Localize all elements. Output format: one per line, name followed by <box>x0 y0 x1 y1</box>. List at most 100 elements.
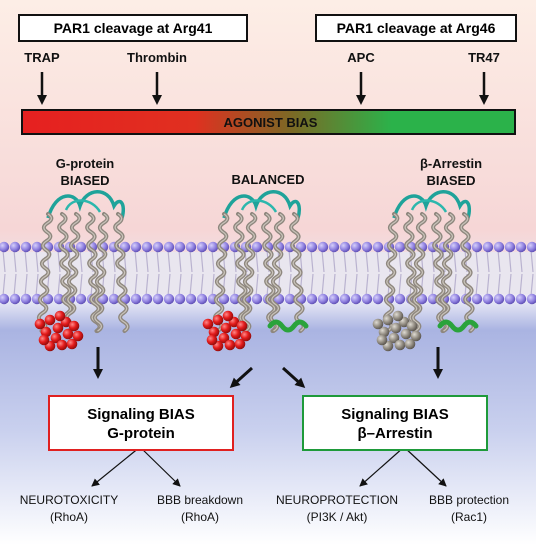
protein-sphere <box>212 314 224 326</box>
lipid-head <box>141 241 153 253</box>
outcome-neurotoxicity: NEUROTOXICITY (RhoA) <box>4 492 134 526</box>
lipid-tail <box>57 273 61 297</box>
lipid-tail <box>508 249 512 273</box>
lipid-tail <box>365 273 369 297</box>
lipid-head <box>449 293 461 305</box>
signaling-bias-arrestin-box: Signaling BIAS β–Arrestin <box>302 395 488 451</box>
bbb-breakdown-text: BBB breakdown <box>156 493 244 507</box>
lipid-head <box>427 293 439 305</box>
lipid-tail <box>497 273 501 297</box>
helix-highlight <box>270 213 285 332</box>
protein-sphere <box>52 322 64 334</box>
helix-highlight <box>460 213 475 332</box>
lipid-tail <box>233 273 237 297</box>
helix-highlight <box>214 213 229 332</box>
lipid-tail <box>475 273 479 297</box>
lipid-tail <box>134 249 138 273</box>
lipid-head <box>196 241 208 253</box>
lipid-head <box>482 293 494 305</box>
protein-sphere <box>390 322 402 334</box>
protein-sphere <box>234 338 246 350</box>
arrestin-helix <box>267 319 309 333</box>
lipid-tail <box>486 249 490 273</box>
lipid-tail <box>13 249 17 273</box>
extracellular-loop <box>64 199 102 213</box>
lipid-head <box>207 241 219 253</box>
lipid-tail <box>24 249 28 273</box>
helix-highlight <box>242 213 257 332</box>
helix-highlight <box>440 213 455 332</box>
lipid-tail <box>332 273 336 297</box>
protein-sphere <box>40 326 52 338</box>
lipid-tail <box>57 249 61 273</box>
lipid-head <box>0 293 10 305</box>
lipid-head <box>152 241 164 253</box>
helix-highlight <box>290 213 305 332</box>
lipid-head <box>152 293 164 305</box>
protein-sphere <box>54 310 66 322</box>
lipid-head <box>449 241 461 253</box>
lipid-tail <box>156 273 160 297</box>
lipid-tail <box>354 249 358 273</box>
lipid-head <box>504 293 516 305</box>
lipid-tail <box>354 273 358 297</box>
lipid-head <box>185 293 197 305</box>
extracellular-loop <box>46 190 126 219</box>
lipid-head <box>394 241 406 253</box>
outcome-bbb-protection: BBB protection (Rac1) <box>410 492 528 526</box>
cleavage-arg41-box: PAR1 cleavage at Arg41 <box>18 14 248 42</box>
protein-sphere <box>202 318 214 330</box>
agonist-bias-label: AGONIST BIAS <box>223 115 318 130</box>
agonist-tr47-label: TR47 <box>468 50 500 65</box>
protein-sphere <box>208 326 220 338</box>
lipid-head <box>75 293 87 305</box>
lipid-head <box>9 293 21 305</box>
lipid-head <box>394 293 406 305</box>
agonist-trap-label: TRAP <box>24 50 60 65</box>
lipid-head <box>53 293 65 305</box>
lipid-head <box>31 241 43 253</box>
protein-sphere <box>376 334 388 346</box>
lipid-head <box>251 241 263 253</box>
signaling-arrestin-line2: β–Arrestin <box>357 425 433 442</box>
protein-sphere <box>404 338 416 350</box>
agonist-bias-bar <box>21 109 516 135</box>
protein-sphere <box>240 330 252 342</box>
lipid-tail <box>233 249 237 273</box>
balanced-label: BALANCED <box>231 172 305 187</box>
lipid-tail <box>145 249 149 273</box>
lipid-tail <box>497 249 501 273</box>
agonist-arrows <box>37 72 489 105</box>
protein-sphere <box>218 332 230 344</box>
lipid-head <box>141 293 153 305</box>
lipid-head <box>130 293 142 305</box>
lipid-head <box>20 241 32 253</box>
helix-highlight <box>66 213 81 332</box>
arrestin-biased-label: β-Arrestin BIASED <box>396 155 506 189</box>
signaling-arrestin-line1: Signaling BIAS <box>341 406 449 423</box>
lipid-tail <box>376 273 380 297</box>
protein-sphere <box>382 314 394 326</box>
signaling-gprotein-line1: Signaling BIAS <box>87 406 195 423</box>
outcome-neuroprotection: NEUROPROTECTION (PI3K / Akt) <box>262 492 412 526</box>
lipid-head <box>361 293 373 305</box>
neurotoxicity-pathway: (RhoA) <box>49 510 88 524</box>
lipid-head <box>339 293 351 305</box>
protein-sphere <box>410 330 422 342</box>
lipid-tail <box>178 249 182 273</box>
protein-sphere <box>388 332 400 344</box>
lipid-tail <box>398 249 402 273</box>
gprotein-biased-label: G-protein BIASED <box>30 155 140 189</box>
lipid-head <box>185 241 197 253</box>
lipid-tail <box>79 273 83 297</box>
lipid-head <box>0 241 10 253</box>
helix-highlight <box>38 213 53 332</box>
lipid-head <box>42 293 54 305</box>
lipid-head <box>526 293 536 305</box>
lipid-tail <box>376 249 380 273</box>
lipid-head <box>9 241 21 253</box>
bbb-breakdown-pathway: (RhoA) <box>180 510 219 524</box>
protein-sphere <box>372 318 384 330</box>
